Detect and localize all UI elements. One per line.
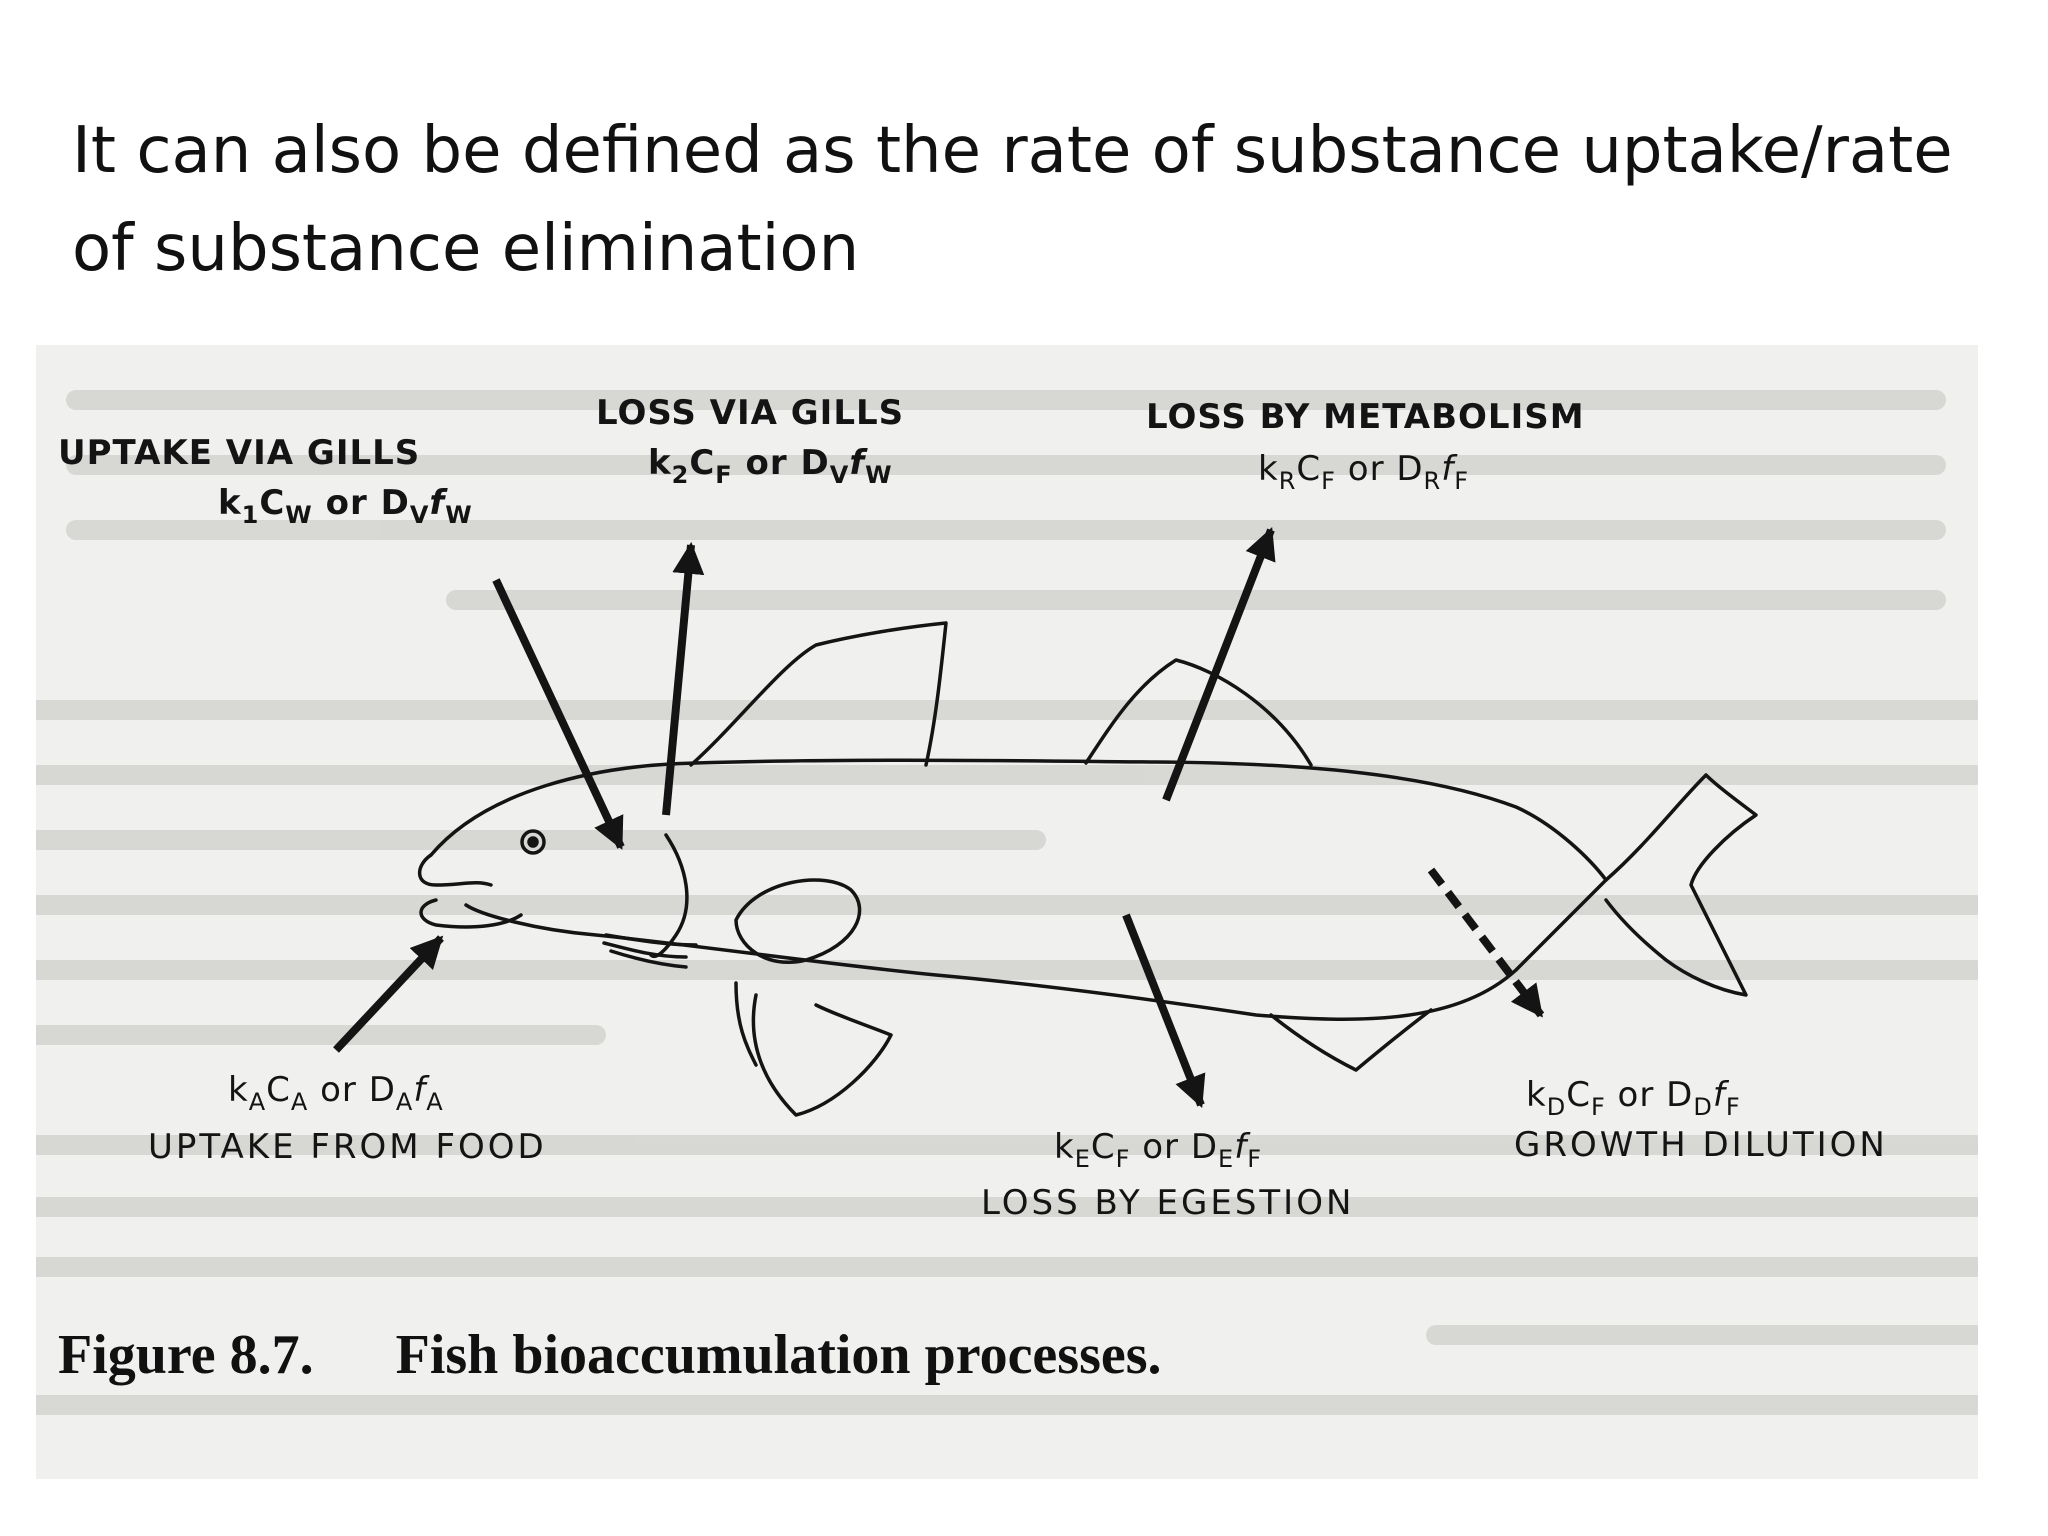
dorsal-fin-front xyxy=(689,621,948,767)
pelvic-fin-front xyxy=(751,993,893,1117)
arrow-uptake-gills xyxy=(492,578,625,850)
lower-jaw xyxy=(419,898,523,929)
fish-body xyxy=(429,758,1608,1021)
label-loss-gills-formula: k2CF or DVfW xyxy=(648,443,893,489)
ghost-text-background xyxy=(36,390,1978,1415)
arrow-uptake-food xyxy=(333,935,444,1053)
label-growth-dilution-title: GROWTH DILUTION xyxy=(1514,1125,1888,1165)
process-arrows xyxy=(333,527,1545,1108)
label-growth-dilution-formula: kDCF or DDfF xyxy=(1526,1075,1741,1121)
arrow-growth-dilution xyxy=(1427,867,1545,1018)
gill-lines xyxy=(604,933,698,947)
label-loss-egestion-title: LOSS BY EGESTION xyxy=(981,1183,1355,1223)
pectoral-fin xyxy=(734,878,862,964)
tail-fin xyxy=(1604,773,1758,997)
figure-scan: UPTAKE VIA GILLS k1CW or DVfW LOSS VIA G… xyxy=(36,345,1978,1479)
label-uptake-gills-title: UPTAKE VIA GILLS xyxy=(58,433,421,473)
label-uptake-food-title: UPTAKE FROM FOOD xyxy=(148,1127,547,1167)
label-uptake-gills-formula: k1CW or DVfW xyxy=(218,483,473,529)
label-loss-metabolism-title: LOSS BY METABOLISM xyxy=(1146,397,1585,437)
fish-outline xyxy=(417,621,1758,1117)
figure-caption-label: Figure 8.7. xyxy=(58,1324,314,1386)
arrow-loss-metabolism xyxy=(1162,527,1276,802)
anal-fin xyxy=(1269,1008,1433,1072)
title-line-1: It can also be defined as the rate of su… xyxy=(72,114,1953,188)
label-loss-gills-title: LOSS VIA GILLS xyxy=(596,393,905,433)
pelvic-fin-edge xyxy=(734,981,758,1067)
figure-caption-text: Fish bioaccumulation processes. xyxy=(395,1324,1162,1386)
slide-title: It can also be defined as the rate of su… xyxy=(72,102,2012,298)
arrow-loss-gills xyxy=(662,541,705,816)
fish-diagram xyxy=(36,390,1978,1415)
upper-jaw xyxy=(417,853,493,887)
title-line-2: of substance elimination xyxy=(72,212,860,286)
arrow-loss-egestion xyxy=(1122,913,1206,1108)
fish-eye xyxy=(520,829,546,855)
label-uptake-food-formula: kACA or DAfA xyxy=(228,1070,444,1116)
label-loss-metabolism-formula: kRCF or DRfF xyxy=(1258,449,1470,495)
label-loss-egestion-formula: kECF or DEfF xyxy=(1054,1127,1262,1173)
figure-caption: Figure 8.7. Fish bioaccumulation process… xyxy=(58,1323,1162,1387)
dorsal-fin-rear xyxy=(1084,658,1313,767)
